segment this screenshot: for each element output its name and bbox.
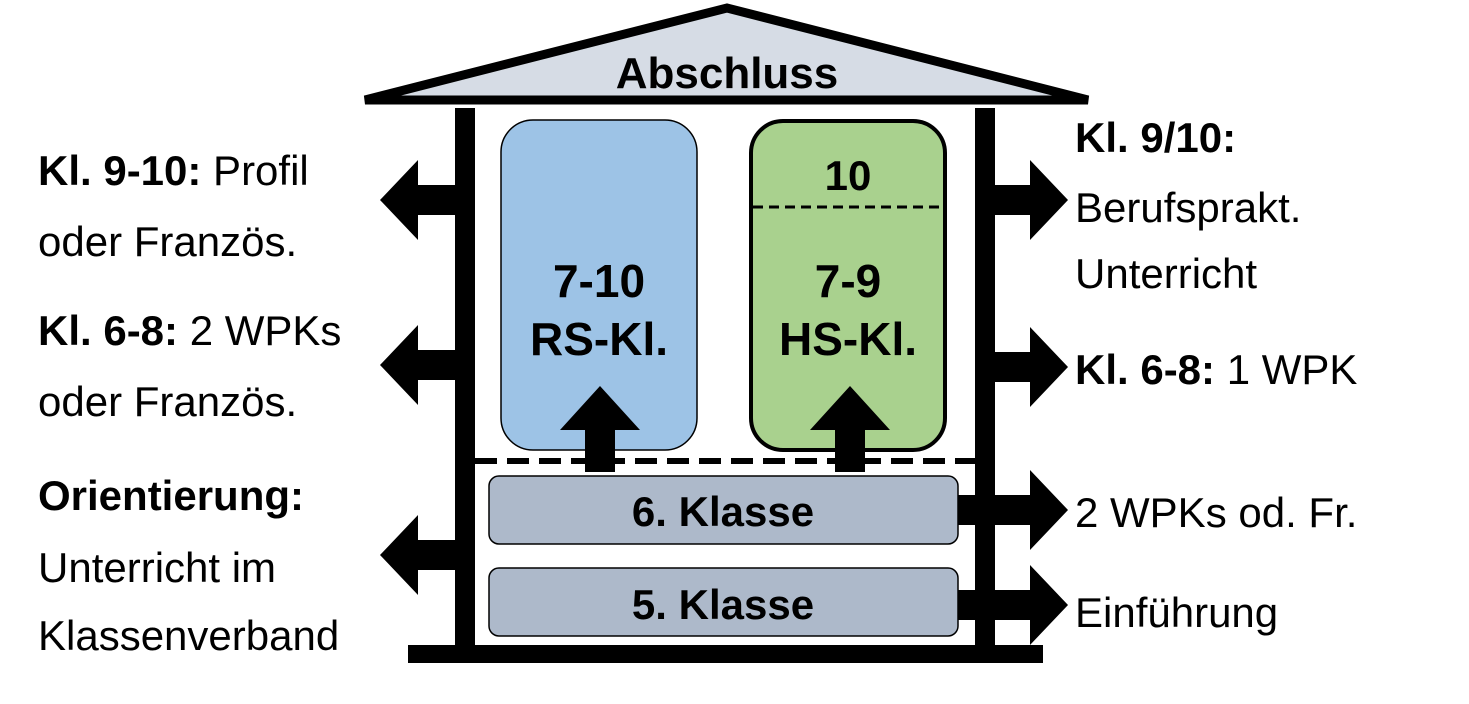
up-arrow-rs: [560, 386, 640, 472]
right-arrow-2: [995, 327, 1068, 407]
left-arrow-2: [380, 325, 455, 405]
right-arrow-4: [958, 565, 1068, 645]
left-note-3-line2: Unterricht im: [38, 544, 276, 591]
right-arrow-1: [995, 160, 1068, 240]
right-note-1: Kl. 9/10:: [1075, 114, 1236, 161]
right-note-1-line2: Berufsprakt.: [1075, 184, 1301, 231]
left-note-1-line2: oder Französ.: [38, 218, 297, 265]
hs-years: 7-9: [815, 255, 881, 307]
rs-label: RS-Kl.: [530, 313, 668, 365]
right-note-1-line3: Unterricht: [1075, 250, 1257, 297]
right-note-4: Einführung: [1075, 589, 1278, 636]
roof-label: Abschluss: [616, 49, 839, 98]
grade-5-label: 5. Klasse: [632, 581, 814, 628]
left-arrow-3: [380, 515, 455, 595]
rs-years: 7-10: [553, 255, 645, 307]
right-pillar: [975, 108, 995, 653]
left-pillar: [455, 108, 475, 653]
grade-6-label: 6. Klasse: [632, 488, 814, 535]
left-note-1: Kl. 9-10: Profil: [38, 147, 309, 194]
left-note-2-line2: oder Französ.: [38, 378, 297, 425]
left-note-3-line3: Klassenverband: [38, 612, 339, 659]
left-arrow-1: [380, 160, 455, 240]
right-note-2: Kl. 6-8: 1 WPK: [1075, 346, 1357, 393]
roof: [363, 3, 1090, 105]
right-arrow-3: [958, 470, 1068, 550]
hs-label: HS-Kl.: [779, 313, 917, 365]
left-note-3: Orientierung:: [38, 472, 304, 519]
foundation: [408, 645, 1043, 663]
right-note-3: 2 WPKs od. Fr.: [1075, 489, 1357, 536]
left-note-2: Kl. 6-8: 2 WPKs: [38, 307, 341, 354]
hs-grade-10: 10: [825, 152, 872, 199]
up-arrow-hs: [810, 386, 890, 472]
